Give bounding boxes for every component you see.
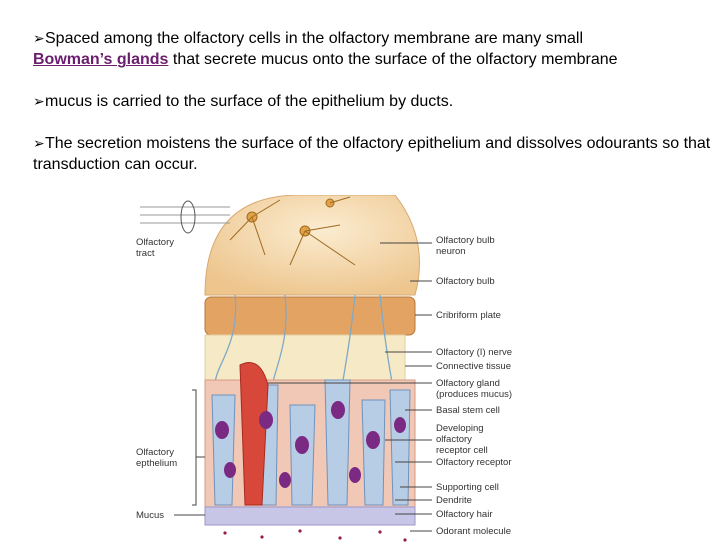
- bullet-1-text-b: that secrete mucus onto the surface of t…: [172, 51, 618, 68]
- label-developing-2: olfactory: [436, 434, 472, 445]
- label-mucus: Mucus: [136, 510, 164, 521]
- bullet-3: ➢The secretion moistens the surface of t…: [33, 133, 723, 175]
- label-dendrite: Dendrite: [436, 495, 472, 506]
- label-olfactory-hair: Olfactory hair: [436, 509, 493, 520]
- olfactory-bulb-shape: [204, 195, 420, 296]
- bulb-neurons: [229, 196, 356, 266]
- label-basal-stem-cell: Basal stem cell: [436, 405, 500, 416]
- label-olfactory-gland-1: Olfactory gland: [436, 378, 500, 389]
- bullet-3-text: The secretion moistens the surface of th…: [33, 135, 711, 173]
- label-bulb-neuron-2: neuron: [436, 246, 466, 257]
- label-cribriform-plate: Cribriform plate: [436, 310, 501, 321]
- label-olfactory-gland-2: (produces mucus): [436, 389, 512, 400]
- bullet-2: ➢mucus is carried to the surface of the …: [33, 91, 723, 112]
- left-leaders: [174, 389, 205, 516]
- label-olfactory-nerve: Olfactory (I) nerve: [436, 347, 512, 358]
- label-olfactory-receptor: Olfactory receptor: [436, 457, 512, 468]
- label-epithelium-2: epthelium: [136, 458, 177, 469]
- arrow-bullet-icon: ➢: [33, 93, 45, 109]
- label-supporting-cell: Supporting cell: [436, 482, 499, 493]
- connective-tissue-shape: [204, 334, 406, 381]
- bullet-1-text-a: Spaced among the olfactory cells in the …: [45, 30, 584, 47]
- label-bulb-neuron-1: Olfactory bulb: [436, 235, 495, 246]
- label-epithelium-1: Olfactory: [136, 447, 174, 458]
- label-olfactory-tract-1: Olfactory: [136, 237, 174, 248]
- right-leaders: [268, 242, 432, 532]
- label-developing-3: receptor cell: [436, 445, 488, 456]
- mucus-layer-shape: [204, 506, 416, 526]
- bullet-1: ➢Spaced among the olfactory cells in the…: [33, 28, 723, 70]
- bullet-2-text: mucus is carried to the surface of the e…: [45, 93, 454, 110]
- olfactory-diagram: Olfactory tract Olfactory epthelium Mucu…: [136, 195, 512, 542]
- label-odorant-molecule: Odorant molecule: [436, 526, 511, 537]
- epithelium-cells: [204, 362, 416, 511]
- label-developing-1: Developing: [436, 423, 484, 434]
- arrow-bullet-icon: ➢: [33, 135, 45, 151]
- label-connective-tissue: Connective tissue: [436, 361, 511, 372]
- olfactory-tract-lines: [140, 206, 230, 224]
- arrow-bullet-icon: ➢: [33, 30, 45, 46]
- slide-text: ➢Spaced among the olfactory cells in the…: [33, 28, 723, 196]
- label-olfactory-bulb: Olfactory bulb: [436, 276, 495, 287]
- bowmans-glands-link[interactable]: Bowman’s glands: [33, 51, 169, 68]
- label-olfactory-tract-2: tract: [136, 248, 155, 259]
- odorant-molecules: [223, 529, 407, 542]
- tract-cut-ellipse: [180, 200, 196, 234]
